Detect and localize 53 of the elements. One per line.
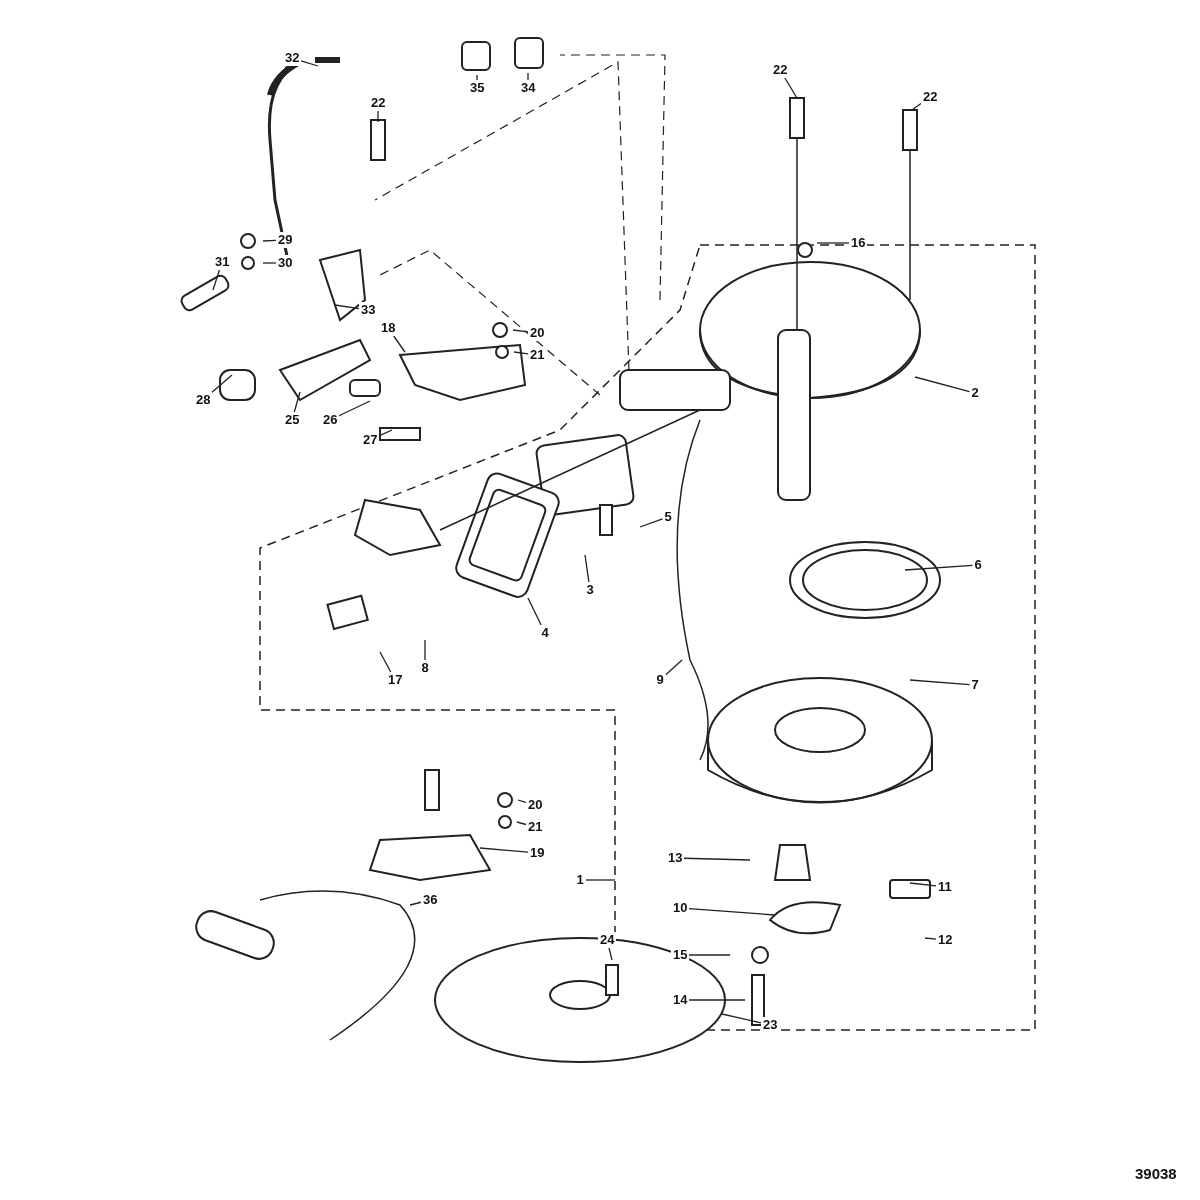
leader-line bbox=[379, 651, 392, 673]
leader-line bbox=[409, 901, 422, 906]
leader-line bbox=[584, 554, 590, 583]
leader-line bbox=[338, 400, 371, 417]
callout-number: 22 bbox=[771, 62, 790, 78]
leader-line bbox=[512, 329, 529, 333]
leader-line bbox=[688, 999, 746, 1001]
leader-line bbox=[527, 597, 542, 626]
leader-line bbox=[300, 60, 319, 67]
callout-number: 18 bbox=[379, 320, 398, 336]
leader-line bbox=[378, 429, 393, 437]
callout-number: 20 bbox=[528, 325, 547, 341]
leader-line bbox=[664, 659, 683, 676]
leader-line bbox=[721, 1013, 762, 1024]
callout-number: 32 bbox=[283, 50, 302, 66]
leader-line bbox=[914, 376, 971, 393]
leader-line bbox=[909, 882, 937, 887]
leader-line bbox=[424, 639, 426, 661]
callout-number: 15 bbox=[671, 947, 690, 963]
leader-line bbox=[212, 269, 221, 291]
leader-line bbox=[479, 847, 529, 853]
leader-line bbox=[513, 351, 529, 355]
leader-line bbox=[516, 821, 527, 826]
callout-number: 24 bbox=[598, 932, 617, 948]
leader-line bbox=[683, 857, 751, 861]
leader-line bbox=[688, 954, 731, 956]
leader-line bbox=[293, 391, 301, 413]
leader-line bbox=[517, 799, 527, 803]
leader-line bbox=[816, 242, 850, 244]
leader-line bbox=[909, 679, 971, 686]
callout-number: 31 bbox=[213, 254, 232, 270]
leader-line bbox=[911, 102, 922, 111]
leader-line bbox=[639, 518, 664, 528]
leader-line bbox=[334, 304, 360, 310]
leader-line bbox=[211, 374, 233, 393]
callout-number: 22 bbox=[921, 89, 940, 105]
leader-line bbox=[784, 77, 798, 99]
leader-line bbox=[377, 110, 379, 123]
leader-line bbox=[267, 65, 288, 96]
leader-line bbox=[904, 564, 974, 571]
leader-line bbox=[688, 908, 776, 916]
callout-number: 23 bbox=[761, 1017, 780, 1033]
callout-number: 29 bbox=[276, 232, 295, 248]
leader-line bbox=[527, 72, 529, 81]
leader-line bbox=[584, 879, 616, 881]
leader-line bbox=[608, 947, 613, 961]
leader-line bbox=[262, 262, 277, 264]
leader-line bbox=[393, 335, 406, 353]
leader-line bbox=[262, 239, 277, 242]
callout-number: 30 bbox=[276, 255, 295, 271]
leader-line bbox=[924, 937, 937, 940]
leader-line bbox=[476, 74, 478, 81]
drawing-number: 39038 bbox=[1135, 1165, 1177, 1182]
